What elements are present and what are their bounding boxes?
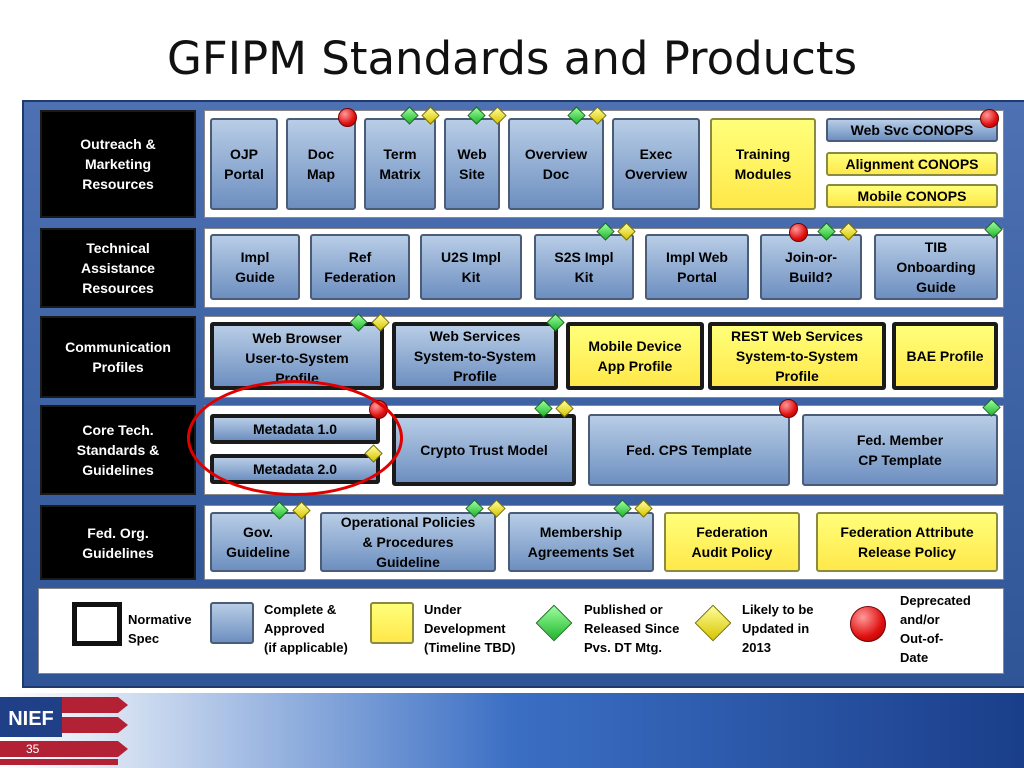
box-label: Federation Audit Policy — [691, 524, 773, 560]
box-label: Impl Web Portal — [666, 249, 728, 285]
tib-onboarding-box[interactable]: TIB Onboarding Guide — [874, 234, 998, 300]
row-label-communication: Communication Profiles — [40, 316, 196, 398]
box-label: Web Services System-to-System Profile — [413, 328, 537, 384]
row-label-text: Technical Assistance Resources — [81, 240, 155, 296]
overview-doc-box[interactable]: Overview Doc — [508, 118, 604, 210]
box-label: Crypto Trust Model — [420, 442, 548, 458]
ojp-portal-box[interactable]: OJP Portal — [210, 118, 278, 210]
impl-guide-box[interactable]: Impl Guide — [210, 234, 300, 300]
red-ball-icon — [850, 606, 886, 642]
red-ball-icon — [779, 399, 798, 418]
box-label: Ref Federation — [324, 249, 396, 285]
box-label: REST Web Services System-to-System Profi… — [730, 328, 864, 384]
box-label: Federation Attribute Release Policy — [840, 524, 974, 560]
row-label-text: Fed. Org. Guidelines — [82, 524, 154, 561]
box-label: Mobile Device App Profile — [588, 338, 682, 374]
red-ball-icon — [789, 223, 808, 242]
row-label-outreach: Outreach & Marketing Resources — [40, 110, 196, 218]
mobile-device-profile-box[interactable]: Mobile Device App Profile — [566, 322, 704, 390]
ref-federation-box[interactable]: Ref Federation — [310, 234, 410, 300]
legend-deprecated-label: Deprecated and/or Out-of- Date — [900, 593, 971, 665]
box-label: Overview Doc — [524, 146, 588, 182]
highlight-ellipse — [187, 380, 403, 496]
row-label-core: Core Tech. Standards & Guidelines — [40, 405, 196, 495]
box-label: Alignment CONOPS — [845, 156, 979, 172]
footer-band — [0, 693, 1024, 768]
legend-complete-label: Complete & Approved (if applicable) — [264, 602, 348, 655]
doc-map-box[interactable]: Doc Map — [286, 118, 356, 210]
bae-profile-box[interactable]: BAE Profile — [892, 322, 998, 390]
box-label: Exec Overview — [624, 146, 688, 182]
box-label: Doc Map — [307, 146, 335, 182]
op-policies-box[interactable]: Operational Policies & Procedures Guidel… — [320, 512, 496, 572]
red-ball-icon — [338, 108, 357, 127]
mobile-conops-box[interactable]: Mobile CONOPS — [826, 184, 998, 208]
row-label-text: Core Tech. Standards & Guidelines — [76, 422, 160, 478]
web-svc-conops-box[interactable]: Web Svc CONOPS — [826, 118, 998, 142]
box-label: Web Browser User-to-System Profile — [245, 330, 349, 386]
box-label: Join-or- Build? — [784, 249, 838, 285]
fed-member-cp-box[interactable]: Fed. Member CP Template — [802, 414, 998, 486]
alignment-conops-box[interactable]: Alignment CONOPS — [826, 152, 998, 176]
legend-under-dev-label: Under Development (Timeline TBD) — [424, 602, 516, 655]
exec-overview-box[interactable]: Exec Overview — [612, 118, 700, 210]
s2s-impl-kit-box[interactable]: S2S Impl Kit — [534, 234, 634, 300]
legend-complete-swatch — [210, 602, 254, 644]
box-label: BAE Profile — [906, 348, 984, 364]
box-label: S2S Impl Kit — [554, 249, 614, 285]
legend — [38, 588, 1004, 674]
rest-profile-box[interactable]: REST Web Services System-to-System Profi… — [708, 322, 886, 390]
box-label: OJP Portal — [224, 146, 264, 182]
box-label: TIB Onboarding Guide — [896, 239, 976, 295]
legend-under-dev-swatch — [370, 602, 414, 644]
web-site-box[interactable]: Web Site — [444, 118, 500, 210]
audit-policy-box[interactable]: Federation Audit Policy — [664, 512, 800, 572]
box-label: Fed. Member CP Template — [856, 432, 944, 468]
box-label: Gov. Guideline — [226, 524, 290, 560]
gov-guideline-box[interactable]: Gov. Guideline — [210, 512, 306, 572]
box-label: Term Matrix — [379, 146, 421, 182]
red-ball-icon — [980, 109, 999, 128]
legend-normative-swatch — [72, 602, 122, 646]
term-matrix-box[interactable]: Term Matrix — [364, 118, 436, 210]
box-label: Operational Policies & Procedures Guidel… — [340, 514, 476, 570]
box-label: Fed. CPS Template — [626, 442, 752, 458]
legend-likely-label: Likely to be Updated in 2013 — [742, 602, 814, 655]
row-label-fed: Fed. Org. Guidelines — [40, 505, 196, 580]
training-modules-box[interactable]: Training Modules — [710, 118, 816, 210]
web-services-profile-box[interactable]: Web Services System-to-System Profile — [392, 322, 558, 390]
box-label: Web Site — [457, 146, 487, 182]
row-label-technical: Technical Assistance Resources — [40, 228, 196, 308]
membership-box[interactable]: Membership Agreements Set — [508, 512, 654, 572]
crypto-trust-box[interactable]: Crypto Trust Model — [392, 414, 576, 486]
legend-published-label: Published or Released Since Pvs. DT Mtg. — [584, 602, 680, 655]
box-label: Mobile CONOPS — [857, 188, 967, 204]
nief-logo-text: NIEF — [8, 708, 54, 730]
box-label: Membership Agreements Set — [527, 524, 635, 560]
nief-logo: NIEF — [0, 697, 128, 765]
box-label: U2S Impl Kit — [441, 249, 501, 285]
u2s-impl-kit-box[interactable]: U2S Impl Kit — [420, 234, 522, 300]
legend-normative-label: Normative Spec — [128, 612, 192, 646]
impl-web-portal-box[interactable]: Impl Web Portal — [645, 234, 749, 300]
box-label: Training Modules — [734, 146, 792, 182]
fed-cps-box[interactable]: Fed. CPS Template — [588, 414, 790, 486]
box-label: Web Svc CONOPS — [850, 122, 974, 138]
row-label-text: Communication Profiles — [65, 339, 171, 375]
box-label: Impl Guide — [235, 249, 275, 285]
row-label-text: Outreach & Marketing Resources — [80, 136, 156, 192]
page-number: 35 — [26, 742, 40, 756]
page-title: GFIPM Standards and Products — [166, 32, 858, 85]
join-or-build-box[interactable]: Join-or- Build? — [760, 234, 862, 300]
attr-release-box[interactable]: Federation Attribute Release Policy — [816, 512, 998, 572]
